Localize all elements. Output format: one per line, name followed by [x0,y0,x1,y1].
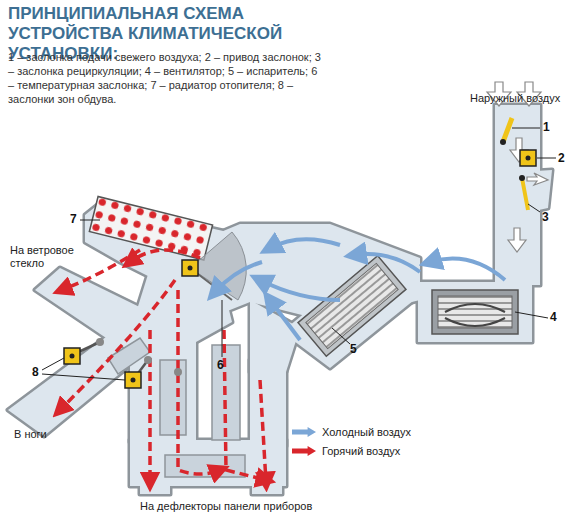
callout-number: 2 [558,151,565,165]
legend-swatch [292,427,316,437]
flap-actuator [64,150,536,388]
callout-number: 5 [350,342,357,356]
legend-row: Холодный воздух [292,426,411,438]
legend-swatch [292,446,316,456]
duct-outline [8,105,552,494]
parts-caption: 1 – заслонка подачи свежего воздуха; 2 –… [8,50,326,106]
fresh-air-flap [503,118,512,142]
callout-number: 8 [32,365,39,379]
callout-number: 7 [70,212,77,226]
legend-row: Горячий воздух [292,445,400,457]
callout-number: 6 [217,358,224,372]
cold-air-flow [215,239,505,340]
legend-text: Горячий воздух [322,445,400,457]
recirculation-flap [522,178,528,210]
callout-number: 3 [542,210,549,224]
hot-air-flow [60,250,266,482]
duct-fill [8,105,552,494]
callout-number: 1 [543,120,550,134]
evaporator [298,256,406,357]
intake-arrows [487,82,548,252]
flow-label: Наружный воздух [470,92,570,105]
flow-label: На дефлекторы панели приборов [140,500,312,513]
fan [432,290,518,334]
legend-text: Холодный воздух [322,426,411,438]
flow-label: В ноги [14,428,47,441]
leader-line [42,128,556,380]
callout-number: 4 [550,310,557,324]
flow-label: На ветровое стекло [10,244,90,270]
